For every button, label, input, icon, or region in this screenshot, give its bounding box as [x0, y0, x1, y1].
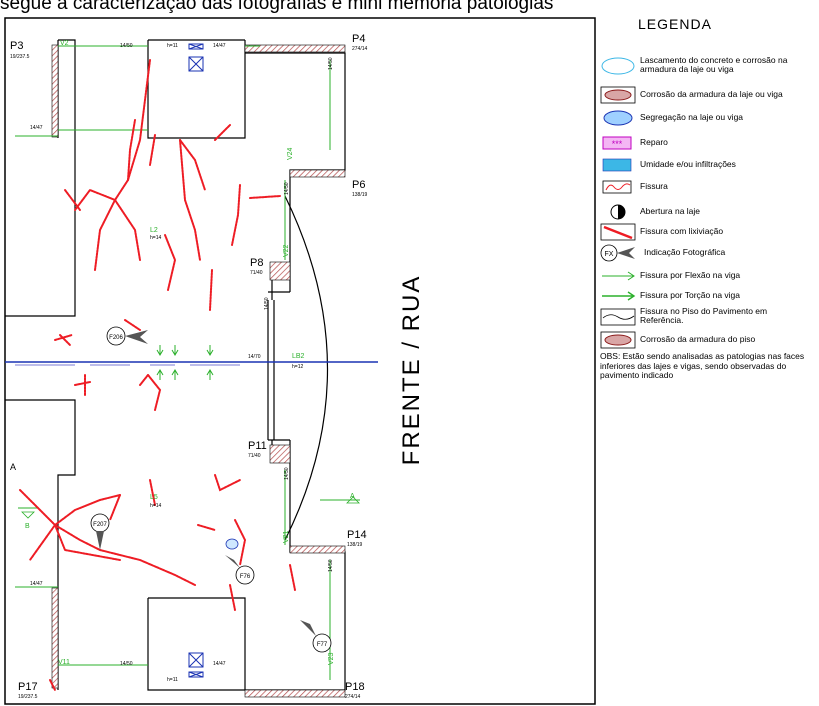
leaching-crack-icon [600, 223, 636, 241]
svg-text:V21: V21 [283, 530, 290, 543]
photo-indicator-icon: FX [600, 244, 635, 262]
pillar-labels: P3 19/237.5 P4 274/14 P6 138/19 P8 71/40… [10, 33, 368, 700]
section-markers [21, 496, 360, 519]
plan-border [4, 17, 596, 705]
beam-lines [15, 45, 360, 680]
photo-f77: F77 [300, 620, 332, 653]
opening-icon [610, 204, 626, 220]
torsion-arrow-icon [602, 291, 636, 301]
photo-markers[interactable]: F206 F207 F76 F77 [90, 326, 332, 653]
svg-text:14/70: 14/70 [248, 354, 261, 360]
photo-f76: F76 [225, 555, 255, 585]
segregation-icon [603, 110, 633, 126]
svg-text:19/237.5: 19/237.5 [10, 54, 30, 60]
svg-text:138/19: 138/19 [347, 542, 363, 548]
spalling-icon [601, 57, 635, 75]
svg-text:P14: P14 [347, 529, 367, 541]
svg-text:h=14: h=14 [150, 235, 161, 241]
beam-arrows [156, 345, 214, 380]
svg-text:P6: P6 [352, 179, 365, 191]
legend-title: LEGENDA [638, 16, 712, 32]
svg-text:14/50: 14/50 [264, 297, 270, 310]
svg-text:14/50: 14/50 [328, 57, 334, 70]
top-caption: segue a caracterização das fotografias e… [0, 0, 554, 14]
legend-observation: OBS: Estão sendo analisadas as patologia… [600, 351, 805, 380]
floor-crack-icon [600, 308, 636, 326]
floor-plan[interactable]: F206 F207 F76 F77 P3 19/237.5 P4 274/14 … [0, 0, 600, 706]
svg-text:14/50: 14/50 [328, 559, 334, 572]
svg-text:14/50: 14/50 [120, 43, 133, 49]
svg-text:L2: L2 [150, 227, 158, 234]
svg-text:P11: P11 [248, 440, 267, 452]
svg-text:***: *** [612, 139, 623, 149]
svg-text:F76: F76 [240, 574, 251, 580]
cracks [19, 59, 296, 691]
photo-f207: F207 [90, 513, 110, 550]
svg-text:71/40: 71/40 [248, 453, 261, 459]
svg-text:h=11: h=11 [167, 43, 178, 49]
svg-text:274/14: 274/14 [345, 694, 361, 700]
photo-f206: F206 [106, 326, 148, 346]
svg-text:h=14: h=14 [150, 503, 161, 509]
svg-text:14/47: 14/47 [30, 581, 43, 587]
svg-text:V22: V22 [283, 244, 290, 257]
svg-text:274/14: 274/14 [352, 46, 368, 52]
svg-text:19/237.5: 19/237.5 [18, 694, 38, 700]
svg-text:P17: P17 [18, 681, 38, 693]
svg-text:P8: P8 [250, 257, 263, 269]
flexion-arrow-icon [602, 271, 635, 281]
svg-text:P3: P3 [10, 40, 23, 52]
svg-text:F206: F206 [109, 335, 123, 341]
svg-text:LB2: LB2 [292, 353, 305, 360]
svg-text:FX: FX [605, 251, 614, 258]
svg-text:V23: V23 [328, 652, 335, 665]
svg-text:V2: V2 [60, 40, 69, 47]
crack-icon [602, 180, 632, 194]
floor-corrosion-icon [600, 331, 636, 349]
svg-text:14/50: 14/50 [284, 182, 290, 195]
corrosion-icon [600, 86, 636, 104]
beam-labels: V2 V11 V24 V22 V21 V23 LB2 L2 L5 A B [25, 40, 355, 666]
svg-text:14/50: 14/50 [284, 467, 290, 480]
svg-text:h=11: h=11 [167, 677, 178, 683]
humidity-icon [602, 158, 632, 172]
svg-text:14/47: 14/47 [30, 125, 43, 131]
svg-text:F77: F77 [317, 642, 328, 648]
svg-text:138/19: 138/19 [352, 192, 368, 198]
repair-icon: *** [602, 136, 632, 150]
svg-text:14/47: 14/47 [213, 43, 226, 49]
svg-text:B: B [25, 523, 30, 530]
svg-text:71/40: 71/40 [250, 270, 263, 276]
wall-letter: A [10, 462, 16, 472]
svg-text:14/47: 14/47 [213, 661, 226, 667]
svg-text:P18: P18 [345, 681, 365, 693]
svg-text:V24: V24 [287, 147, 294, 160]
svg-text:14/50: 14/50 [120, 661, 133, 667]
segregation-spot [225, 538, 239, 550]
svg-text:F207: F207 [93, 522, 107, 528]
dimension-labels: 14/50 h=11 14/47 14/47 14/50 14/50 h=14 … [30, 43, 334, 683]
street-label: FRENTE / RUA [398, 274, 425, 466]
svg-text:L5: L5 [150, 494, 158, 501]
svg-text:V11: V11 [58, 659, 70, 666]
svg-text:P4: P4 [352, 33, 365, 45]
hatched-walls [51, 44, 346, 698]
svg-text:h=12: h=12 [292, 364, 303, 370]
svg-text:A: A [350, 493, 355, 500]
shafts [188, 43, 204, 678]
